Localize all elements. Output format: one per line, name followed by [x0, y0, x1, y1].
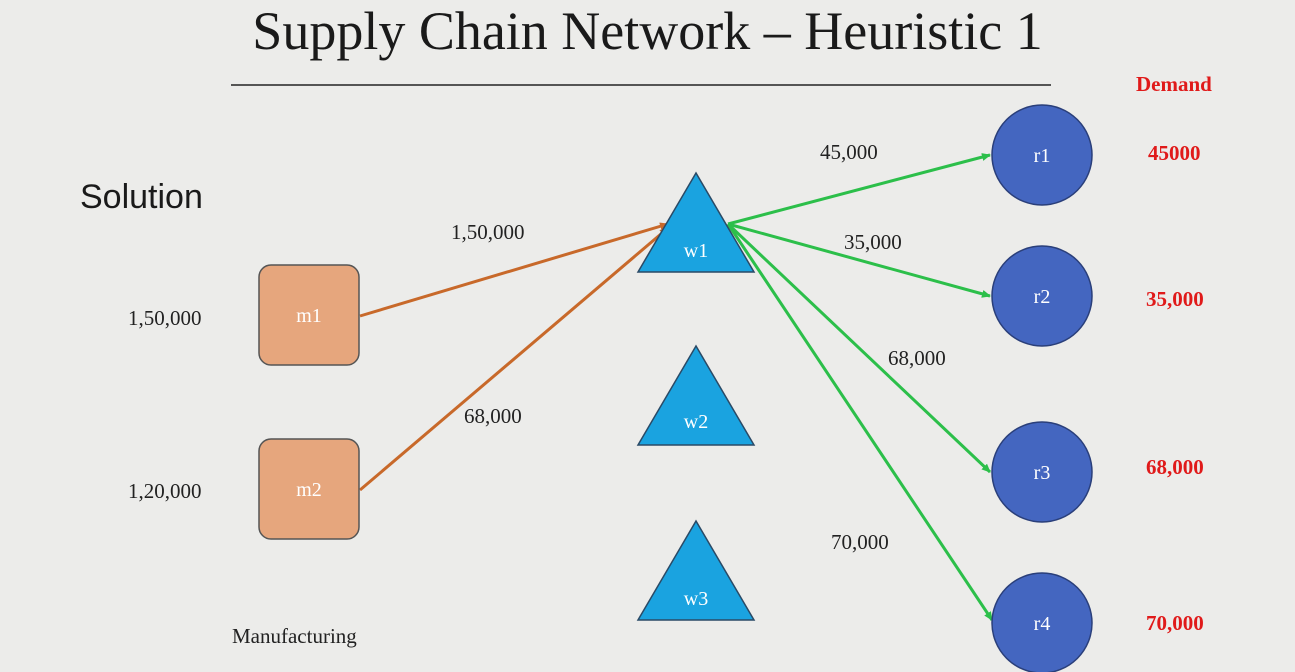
manufacturer-m1-label: m1: [296, 305, 322, 327]
section-label: Solution: [80, 178, 203, 216]
retailer-r2-label: r2: [1034, 286, 1051, 308]
retailer-r3-label: r3: [1034, 462, 1051, 484]
manufacturer-m2: m2: [258, 438, 360, 540]
manufacturing-label: Manufacturing: [232, 624, 357, 648]
retailer-r1-label: r1: [1034, 145, 1051, 167]
flow-w1-r2: [727, 222, 991, 298]
retailer-r4: r4: [991, 572, 1093, 672]
warehouse-w1-label: w1: [684, 240, 708, 262]
slide-title: Supply Chain Network – Heuristic 1: [252, 1, 1043, 61]
flow-w1-r1: [727, 153, 991, 226]
capacity-m2: 1,20,000: [128, 479, 202, 503]
flow-w1-r3: [726, 222, 992, 474]
demand-r4: 70,000: [1146, 611, 1204, 635]
demand-header: Demand: [1136, 72, 1212, 96]
warehouse-w2-label: w2: [684, 411, 708, 433]
flow-m1-w1: [359, 222, 669, 318]
flow-m2-w1: [359, 226, 669, 492]
flow-label-w1-r2: 35,000: [844, 230, 902, 254]
warehouse-w3: w3: [636, 519, 756, 621]
flow-label-w1-r4: 70,000: [831, 530, 889, 554]
flow-label-w1-r1: 45,000: [820, 140, 878, 164]
demand-r3: 68,000: [1146, 455, 1204, 479]
title-underline: [231, 84, 1051, 86]
retailer-r1: r1: [991, 104, 1093, 206]
manufacturer-m1: m1: [258, 264, 360, 366]
retailer-r2: r2: [991, 245, 1093, 347]
warehouse-w3-label: w3: [684, 588, 708, 610]
warehouse-w1: w1: [636, 171, 756, 273]
flow-label-w1-r3: 68,000: [888, 346, 946, 370]
warehouse-w2: w2: [636, 344, 756, 446]
demand-r1: 45000: [1148, 141, 1201, 165]
flow-label-m2-w1: 68,000: [464, 404, 522, 428]
manufacturer-m2-label: m2: [296, 479, 322, 501]
flow-label-m1-w1: 1,50,000: [451, 220, 525, 244]
flow-w1-r4: [726, 223, 994, 621]
retailer-r4-label: r4: [1034, 613, 1051, 635]
retailer-r3: r3: [991, 421, 1093, 523]
capacity-m1: 1,50,000: [128, 306, 202, 330]
demand-r2: 35,000: [1146, 287, 1204, 311]
